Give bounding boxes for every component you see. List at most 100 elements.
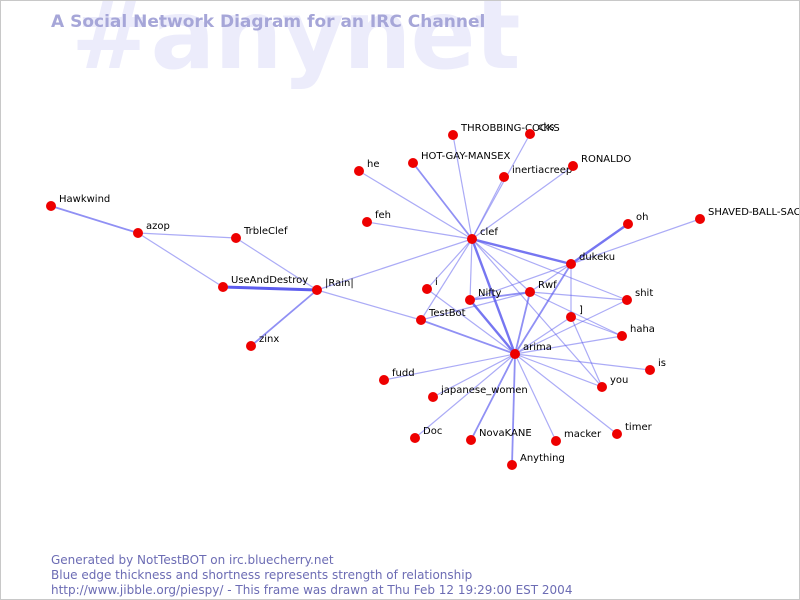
node-dot-feh <box>362 217 372 227</box>
node-dot-oh <box>623 219 633 229</box>
node-shaved: SHAVED-BALL-SACK <box>695 207 799 224</box>
edge-nifty-arima <box>469 299 516 355</box>
node-label-is: is <box>658 358 666 369</box>
node-timer: timer <box>612 422 653 439</box>
node-label-clef: clef <box>480 227 498 238</box>
node-dukeku: dukeku <box>566 252 615 269</box>
footer-generated-by: Generated by NotTestBOT on irc.bluecherr… <box>51 553 334 567</box>
node-japanese: japanese_women <box>428 385 528 402</box>
edge-rwf-nifty <box>469 291 531 301</box>
edge-useanddestroy-rain <box>222 285 318 292</box>
edge-azop-trbleclef <box>137 232 237 239</box>
node-cks: cks <box>525 122 555 139</box>
node-you: you <box>597 375 628 392</box>
edge-clef-shit <box>471 238 628 301</box>
node-trbleclef: TrbleClef <box>231 226 288 243</box>
node-label-rain: |Rain| <box>325 278 354 289</box>
node-nifty: Nifty <box>465 288 502 305</box>
node-shit: shit <box>622 288 653 305</box>
edge-trbleclef-rain <box>235 237 318 291</box>
node-dot-haha <box>617 331 627 341</box>
node-label-nifty: Nifty <box>478 288 502 299</box>
edge-bracket-arima <box>514 316 572 355</box>
node-label-hawkwind: Hawkwind <box>59 194 110 205</box>
edge-rwf-shit <box>529 291 628 301</box>
edge-bracket-haha <box>570 316 623 337</box>
edge-clef-i <box>426 238 473 290</box>
node-label-novakane: NovaKANE <box>479 428 532 439</box>
node-hawkwind: Hawkwind <box>46 194 110 211</box>
node-novakane: NovaKANE <box>466 428 532 445</box>
node-label-anything: Anything <box>520 453 565 464</box>
edge-rwf-haha <box>529 291 623 337</box>
node-azop: azop <box>133 221 170 238</box>
node-dot-fudd <box>379 375 389 385</box>
edge-clef-throbbing <box>452 134 473 240</box>
node-dot-useanddestroy <box>218 282 228 292</box>
node-dot-japanese <box>428 392 438 402</box>
edges-layer <box>50 133 701 466</box>
node-rwf: Rwf <box>525 280 557 297</box>
node-feh: feh <box>362 210 391 227</box>
node-hotgay: HOT-GAY-MANSEX <box>408 151 511 168</box>
node-testbot: TestBot <box>416 308 466 325</box>
node-macker: macker <box>551 429 602 446</box>
node-label-throbbing: THROBBING-COCKS <box>460 123 560 134</box>
edge-dukeku-rwf <box>529 263 572 293</box>
footer-legend-note: Blue edge thickness and shortness repres… <box>51 568 473 582</box>
edge-arima-japanese <box>432 353 516 398</box>
node-bracket: ] <box>566 305 583 322</box>
node-label-hotgay: HOT-GAY-MANSEX <box>421 151 511 162</box>
node-throbbing: THROBBING-COCKS <box>448 123 560 140</box>
edge-dukeku-nifty <box>469 263 572 301</box>
edge-testbot-arima <box>420 319 516 355</box>
node-dot-timer <box>612 429 622 439</box>
node-dot-ronaldo <box>568 161 578 171</box>
node-dot-testbot <box>416 315 426 325</box>
node-anything: Anything <box>507 453 565 470</box>
node-label-bracket: ] <box>579 305 583 316</box>
node-dot-shaved <box>695 214 705 224</box>
node-label-cks: cks <box>538 122 555 133</box>
node-label-dukeku: dukeku <box>579 252 615 263</box>
node-label-azop: azop <box>146 221 170 232</box>
edge-arima-macker <box>514 353 557 442</box>
edge-clef-hotgay <box>412 162 473 240</box>
edge-clef-nifty <box>469 238 473 301</box>
node-label-haha: haha <box>630 324 655 335</box>
node-dot-hawkwind <box>46 201 56 211</box>
node-doc: Doc <box>410 426 442 443</box>
node-label-shaved: SHAVED-BALL-SACK <box>708 207 799 218</box>
node-inertia: inertiacreep <box>499 165 572 182</box>
node-dot-rain <box>312 285 322 295</box>
node-label-zinx: zinx <box>259 334 279 345</box>
node-label-oh: oh <box>636 212 648 223</box>
node-label-inertia: inertiacreep <box>512 165 572 176</box>
node-dot-trbleclef <box>231 233 241 243</box>
edge-rain-zinx <box>250 289 318 347</box>
edge-arima-novakane <box>470 353 516 441</box>
node-label-doc: Doc <box>423 426 442 437</box>
edge-clef-testbot <box>420 238 473 321</box>
node-dot-cks <box>525 129 535 139</box>
edge-arima-fudd <box>383 353 516 381</box>
node-label-trbleclef: TrbleClef <box>243 226 288 237</box>
edge-bracket-you <box>570 316 603 388</box>
node-dot-throbbing <box>448 130 458 140</box>
edge-arima-timer <box>514 353 618 435</box>
node-i: i <box>422 277 438 294</box>
edge-clef-ronaldo <box>471 165 574 240</box>
edge-clef-dukeku <box>471 237 572 266</box>
node-dot-rwf <box>525 287 535 297</box>
node-label-japanese: japanese_women <box>440 385 528 396</box>
node-label-macker: macker <box>564 429 602 440</box>
node-ronaldo: RONALDO <box>568 154 631 171</box>
node-dot-inertia <box>499 172 509 182</box>
edge-rwf-arima <box>514 291 531 355</box>
node-dot-you <box>597 382 607 392</box>
diagram-title: A Social Network Diagram for an IRC Chan… <box>51 12 486 32</box>
edge-i-arima <box>426 288 516 355</box>
node-rain: |Rain| <box>312 278 354 295</box>
